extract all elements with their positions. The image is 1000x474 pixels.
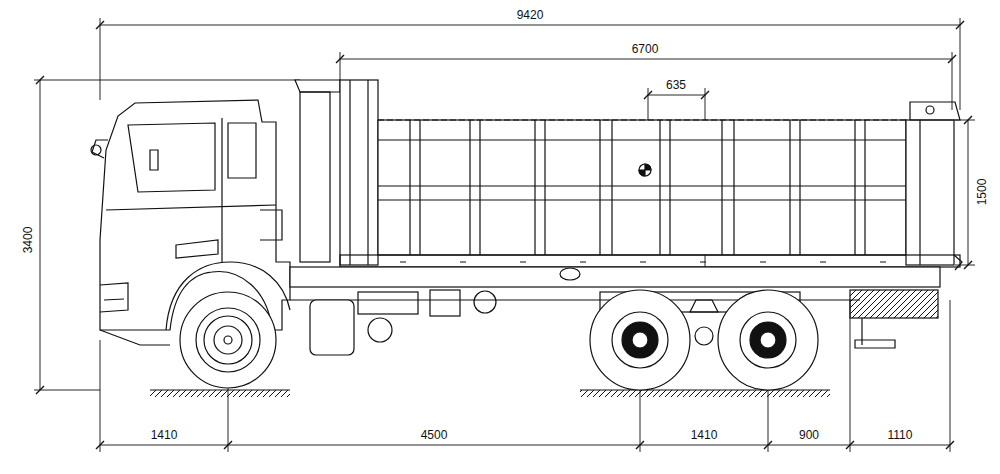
drawing-line (340, 255, 960, 267)
drawing-line (378, 185, 906, 186)
drawing-line (91, 145, 101, 155)
drawing-line (760, 332, 776, 348)
drawing-line (166, 262, 290, 330)
drawing-line (100, 25, 960, 26)
drawing-line (639, 164, 651, 176)
drawing-line (952, 52, 953, 110)
drawing-line (100, 330, 170, 345)
drawing-line (340, 59, 952, 60)
dimension-label: 1500 (975, 177, 989, 208)
drawing-line (228, 123, 256, 178)
drawing-line (224, 336, 232, 344)
drawing-line (750, 322, 786, 358)
dimension-label: 3400 (21, 225, 35, 256)
drawing-line (632, 332, 648, 348)
drawing-line (718, 290, 818, 390)
drawing-line (349, 80, 350, 265)
front-wheel (166, 262, 290, 388)
rear-wheels (590, 290, 818, 390)
drawing-line (150, 150, 158, 170)
dump-body (295, 80, 962, 270)
drawing-line (378, 199, 906, 200)
drawing-line (100, 100, 290, 330)
ground (150, 390, 830, 397)
drawing-line (695, 327, 713, 345)
drawing-line (260, 210, 282, 240)
drawing-line (368, 318, 392, 342)
dimension-label: 4500 (419, 428, 450, 442)
drawing-line (955, 265, 975, 266)
drawing-line (622, 322, 658, 358)
dimension-label: 6700 (630, 42, 661, 56)
drawing-line (855, 318, 895, 348)
dimension-label: 1110 (886, 428, 915, 442)
drawing-line (378, 120, 906, 255)
drawing-line (290, 267, 940, 287)
drawing-line (926, 106, 934, 114)
drawing-line (300, 92, 330, 262)
drawing-line (36, 21, 972, 449)
drawing-line (310, 300, 354, 355)
drawing-line (639, 170, 645, 176)
drawing-line (358, 292, 418, 314)
drawing-line (221, 118, 222, 262)
drawing-line (100, 18, 101, 100)
drawing-line (590, 290, 690, 390)
drawing-line (100, 283, 128, 312)
drawing-line (612, 312, 668, 368)
drawing-line (645, 164, 651, 170)
drawing-line (919, 120, 920, 265)
drawing-line (295, 80, 340, 92)
drawing-line (176, 240, 218, 258)
drawing-line (92, 140, 108, 158)
drawing-line (410, 120, 865, 255)
drawing-line (128, 123, 215, 192)
dimension-label: 9420 (515, 8, 546, 22)
dimension-label: 1410 (689, 428, 720, 442)
dimension-lines (34, 18, 975, 452)
drawing-line (180, 292, 276, 388)
drawing-line (150, 390, 290, 397)
drawing-line (34, 390, 100, 391)
drawing-line (400, 261, 886, 262)
drawing-line (850, 300, 851, 452)
drawing-line (40, 80, 41, 390)
drawing-line (968, 120, 969, 265)
drawing-line (34, 80, 300, 81)
drawing-line (580, 390, 830, 397)
drawing-line (378, 119, 906, 120)
drawing-line (910, 102, 960, 120)
drawing-line (474, 291, 496, 313)
drawing-line (340, 80, 378, 265)
centre-of-gravity (639, 164, 651, 176)
drawing-line (100, 340, 101, 452)
drawing-line (954, 255, 962, 270)
dimension-ticks (36, 21, 972, 449)
drawing-line (367, 80, 368, 265)
drawing-line (850, 290, 938, 318)
drawing-line (960, 18, 961, 110)
drawing-line (204, 316, 252, 364)
drawing-line (950, 300, 951, 452)
drawing-line (196, 308, 260, 372)
drawing-line (104, 299, 124, 300)
drawing-line (214, 326, 242, 354)
drawing-line (690, 300, 718, 312)
dimension-label: 900 (797, 428, 821, 442)
drawing-line (648, 95, 705, 96)
drawing-line (340, 52, 341, 80)
drawing-line (106, 205, 276, 210)
dimension-label: 1410 (149, 428, 180, 442)
drawing-line (560, 268, 580, 280)
drawing-line (906, 120, 954, 265)
dimension-label: 635 (664, 78, 688, 92)
drawing-line (378, 139, 906, 140)
drawing-line (740, 312, 796, 368)
drawing-line (430, 290, 460, 316)
